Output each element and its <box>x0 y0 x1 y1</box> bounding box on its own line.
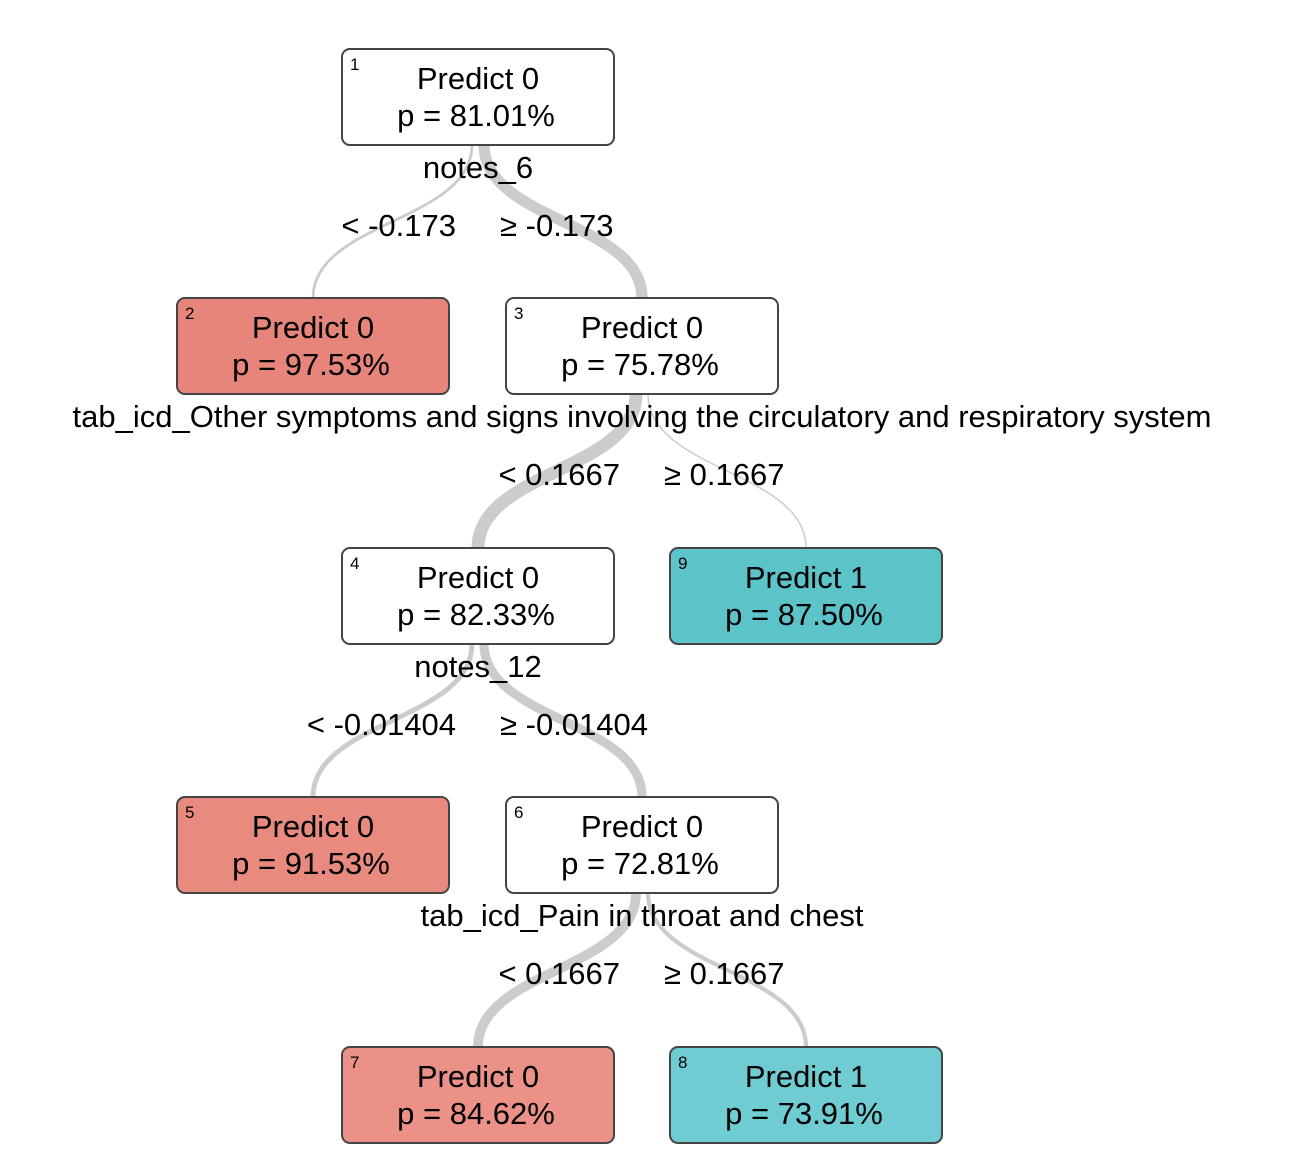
node-id-5: 5 <box>185 803 194 822</box>
node-probability-1: p = 81.01% <box>397 98 555 133</box>
split-label-node-3: tab_icd_Other symptoms and signs involvi… <box>73 399 1212 434</box>
node-id-4: 4 <box>350 554 359 573</box>
edge-label-6-8: ≥ 0.1667 <box>664 956 784 991</box>
tree-node-9: 9 Predict 1p = 87.50% <box>669 547 943 645</box>
tree-node-2: 2 Predict 0p = 97.53% <box>176 297 450 395</box>
node-box-9 <box>669 547 943 645</box>
tree-node-1: 1 Predict 0p = 81.01% <box>341 48 615 146</box>
node-box-5 <box>176 796 450 894</box>
node-id-9: 9 <box>678 554 687 573</box>
node-probability-6: p = 72.81% <box>561 846 719 881</box>
node-probability-2: p = 97.53% <box>232 347 390 382</box>
edge-label-6-7: < 0.1667 <box>498 956 620 991</box>
node-box-6 <box>505 796 779 894</box>
node-box-1 <box>341 48 615 146</box>
node-prediction-5: Predict 0 <box>252 809 374 844</box>
edge-label-1-3: ≥ -0.173 <box>500 208 614 243</box>
node-probability-9: p = 87.50% <box>725 597 883 632</box>
node-prediction-4: Predict 0 <box>417 560 539 595</box>
edge-1-3 <box>478 139 648 304</box>
node-id-8: 8 <box>678 1053 687 1072</box>
tree-node-8: 8 Predict 1p = 73.91% <box>669 1046 943 1144</box>
edge-3-4 <box>471 387 643 555</box>
split-label-node-1: notes_6 <box>423 150 533 185</box>
split-label-node-6: tab_icd_Pain in throat and chest <box>421 898 864 933</box>
split-labels-layer: notes_6 tab_icd_Other symptoms and signs … <box>73 150 1212 933</box>
node-prediction-2: Predict 0 <box>252 310 374 345</box>
tree-node-5: 5 Predict 0p = 91.53% <box>176 796 450 894</box>
edge-label-4-6: ≥ -0.01404 <box>500 707 648 742</box>
node-id-6: 6 <box>514 803 523 822</box>
tree-node-3: 3 Predict 0p = 75.78% <box>505 297 779 395</box>
node-prediction-1: Predict 0 <box>417 61 539 96</box>
node-id-7: 7 <box>350 1053 359 1072</box>
edge-label-3-9: ≥ 0.1667 <box>664 457 784 492</box>
edge-label-1-2: < -0.173 <box>341 208 456 243</box>
node-prediction-6: Predict 0 <box>581 809 703 844</box>
split-label-node-4: notes_12 <box>414 649 542 684</box>
edge-3-9 <box>647 393 807 549</box>
edges-layer <box>310 139 809 1052</box>
node-probability-3: p = 75.78% <box>561 347 719 382</box>
tree-node-7: 7 Predict 0p = 84.62% <box>341 1046 615 1144</box>
edge-labels-layer: < -0.173 ≥ -0.173 < 0.1667 ≥ 0.1667 < -0.014… <box>307 208 785 991</box>
node-box-7 <box>341 1046 615 1144</box>
edge-label-3-4: < 0.1667 <box>498 457 620 492</box>
tree-node-6: 6 Predict 0p = 72.81% <box>505 796 779 894</box>
node-probability-7: p = 84.62% <box>397 1096 555 1131</box>
edge-6-7 <box>473 888 641 1052</box>
node-id-1: 1 <box>350 55 359 74</box>
node-id-2: 2 <box>185 304 194 323</box>
node-box-8 <box>669 1046 943 1144</box>
edge-6-8 <box>645 890 809 1050</box>
node-prediction-8: Predict 1 <box>745 1059 867 1094</box>
node-prediction-9: Predict 1 <box>745 560 867 595</box>
node-probability-5: p = 91.53% <box>232 846 390 881</box>
node-box-3 <box>505 297 779 395</box>
edge-1-2 <box>311 143 474 300</box>
node-prediction-3: Predict 0 <box>581 310 703 345</box>
node-box-4 <box>341 547 615 645</box>
node-id-3: 3 <box>514 304 523 323</box>
node-box-2 <box>176 297 450 395</box>
node-probability-8: p = 73.91% <box>725 1096 883 1131</box>
edge-4-5 <box>310 641 475 800</box>
node-prediction-7: Predict 0 <box>417 1059 539 1094</box>
tree-node-4: 4 Predict 0p = 82.33% <box>341 547 615 645</box>
edge-label-4-5: < -0.01404 <box>307 707 456 742</box>
edge-4-6 <box>479 639 647 802</box>
node-probability-4: p = 82.33% <box>397 597 555 632</box>
